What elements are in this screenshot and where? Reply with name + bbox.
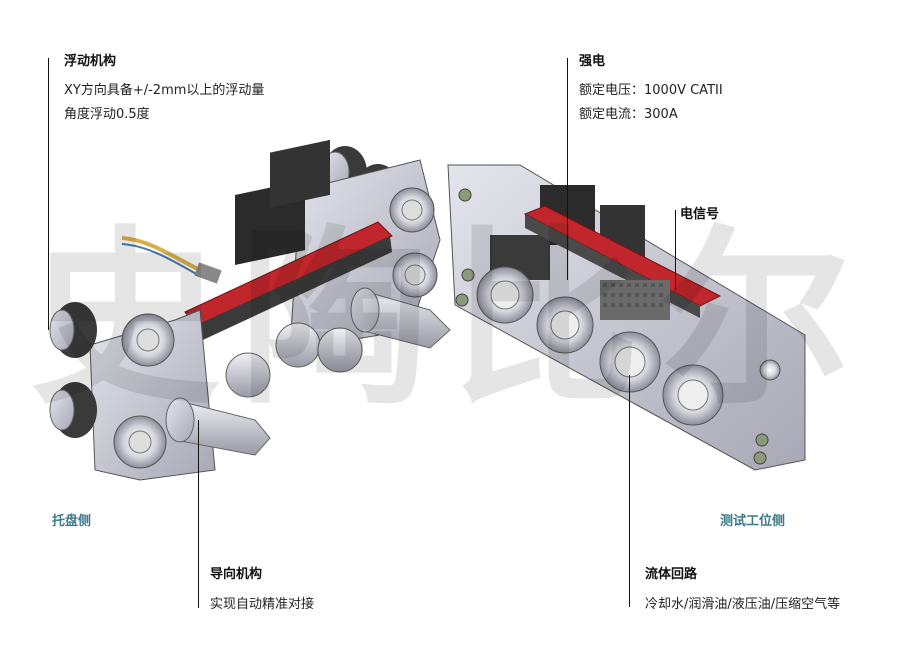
signal-pin-grid [600, 280, 670, 320]
cable [121, 236, 201, 272]
fluid-title: 流体回路 [645, 567, 698, 582]
power-title: 强电 [579, 54, 606, 69]
station-side-assembly [447, 164, 806, 471]
leader-float [48, 58, 49, 330]
leader-signal [675, 210, 676, 290]
float-line-2: 角度浮动0.5度 [64, 107, 150, 122]
leader-fluid [629, 375, 630, 607]
guide-title: 导向机构 [210, 567, 263, 582]
tray-side-assembly [49, 139, 451, 481]
tray-side-label: 托盘侧 [52, 514, 92, 529]
guide-line-1: 实现自动精准对接 [210, 597, 315, 612]
fluid-line-1: 冷却水/润滑油/液压油/压缩空气等 [645, 597, 841, 612]
leader-power [567, 58, 568, 280]
float-title: 浮动机构 [64, 54, 117, 69]
fluid-coupling [225, 352, 271, 398]
leader-guide [198, 420, 199, 608]
station-side-label: 测试工位侧 [720, 514, 786, 529]
float-line-1: XY方向具备+/-2mm以上的浮动量 [64, 83, 265, 98]
signal-title: 电信号 [680, 207, 720, 222]
power-line-1: 额定电压：1000V CATII [579, 83, 723, 98]
power-line-2: 额定电流：300A [579, 107, 678, 122]
